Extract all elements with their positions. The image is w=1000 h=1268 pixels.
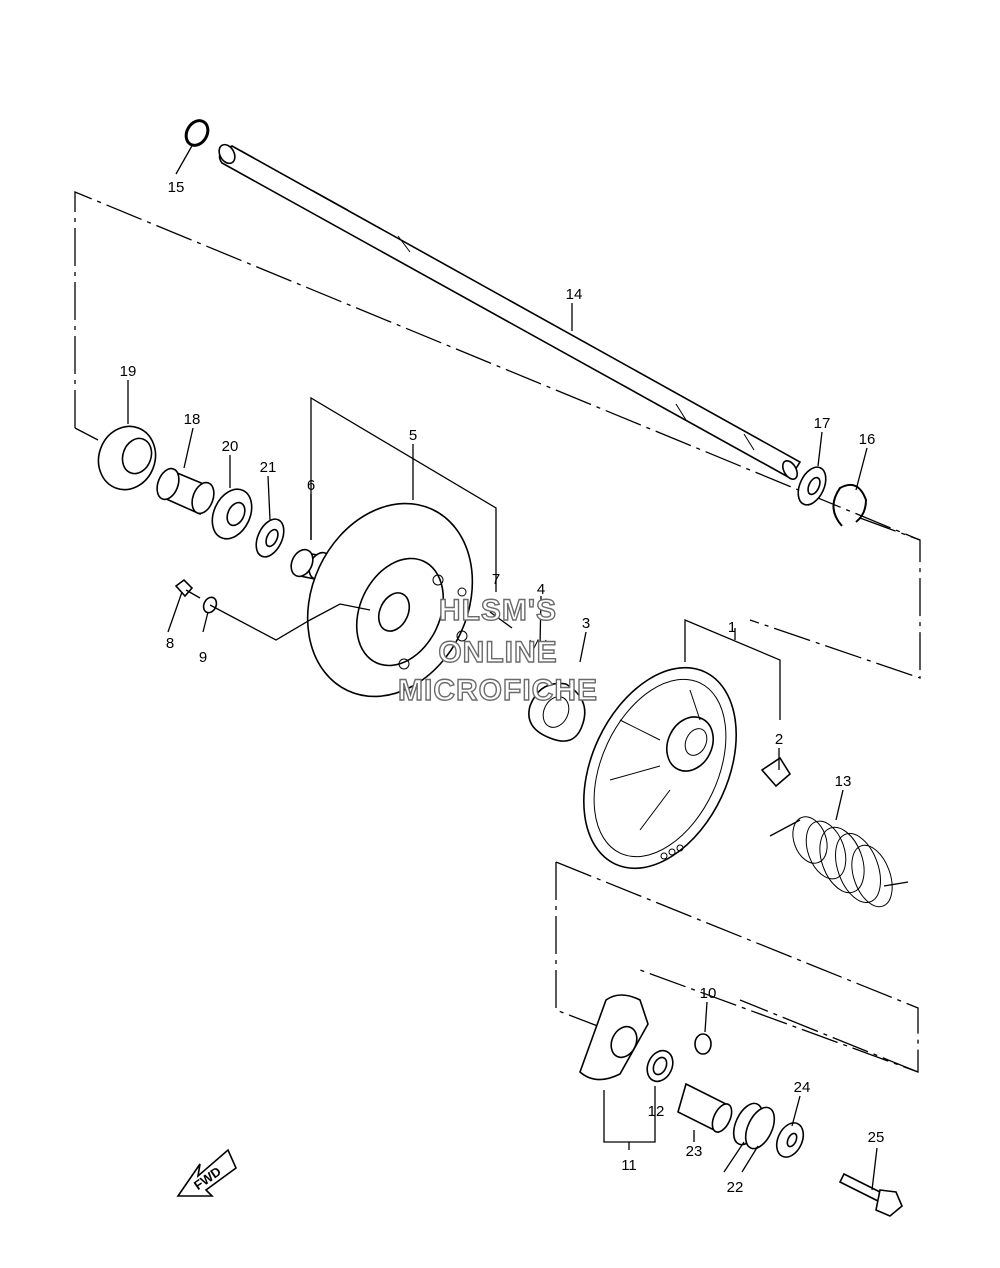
spring-4: [529, 638, 547, 650]
gasket: [528, 682, 586, 742]
washer-17: [797, 466, 827, 506]
callout-9: 9: [199, 649, 207, 666]
castle-nut: [97, 425, 157, 491]
fwd-arrow-icon: FWD: [176, 1148, 237, 1197]
spacer-sleeve: [156, 467, 215, 516]
slider: [760, 756, 792, 788]
watermark-line2: ONLINE: [438, 636, 557, 669]
collar-12: [646, 1049, 674, 1083]
callout-8: 8: [166, 635, 174, 652]
callout-20: 20: [222, 438, 239, 455]
callout-7: 7: [492, 571, 500, 588]
callout-numbers: 1 2 3 4 5 6 7 8 9 10 11 12 13 14 15 16 1…: [120, 179, 885, 1196]
o-ring: [184, 119, 210, 147]
callout-1: 1: [728, 619, 736, 636]
watermark-line3: MICROFICHE: [398, 674, 598, 707]
callout-12: 12: [648, 1103, 665, 1120]
callout-2: 2: [775, 731, 783, 748]
callout-3: 3: [582, 615, 590, 632]
callout-15: 15: [168, 179, 185, 196]
bolt-25: [838, 1172, 903, 1217]
movable-sheave: [583, 666, 737, 870]
callout-19: 19: [120, 363, 137, 380]
washer-21: [255, 518, 285, 558]
leader-lines: [127, 143, 878, 1191]
watermark: HLSM'S ONLINE MICROFICHE: [397, 593, 598, 707]
callout-14: 14: [566, 286, 583, 303]
callout-23: 23: [686, 1143, 703, 1160]
circlip: [832, 484, 868, 527]
primary-shaft: [218, 143, 802, 480]
callout-25: 25: [868, 1129, 885, 1146]
callout-18: 18: [184, 411, 201, 428]
bolt-8: [174, 578, 201, 599]
callout-13: 13: [835, 773, 852, 790]
pin-7: [489, 611, 513, 629]
callout-4: 4: [537, 581, 545, 598]
torque-spring: [769, 816, 909, 908]
callout-5: 5: [409, 427, 417, 444]
callout-6: 6: [307, 477, 315, 494]
callout-24: 24: [794, 1079, 811, 1096]
washer-20: [211, 488, 253, 540]
callout-21: 21: [260, 459, 277, 476]
nut-10: [694, 1033, 712, 1055]
callout-11: 11: [621, 1157, 637, 1174]
phantom-lines: [74, 191, 921, 1073]
fixed-sheave: [306, 502, 474, 698]
washer-24: [775, 1122, 805, 1158]
callout-17: 17: [814, 415, 831, 432]
watermark-line1: HLSM'S: [439, 594, 557, 627]
callout-16: 16: [859, 431, 876, 448]
collar-23: [677, 1082, 733, 1134]
bushing: [732, 1102, 776, 1150]
spider-cam: [579, 994, 649, 1081]
callout-10: 10: [700, 985, 717, 1002]
callout-22: 22: [727, 1179, 744, 1196]
